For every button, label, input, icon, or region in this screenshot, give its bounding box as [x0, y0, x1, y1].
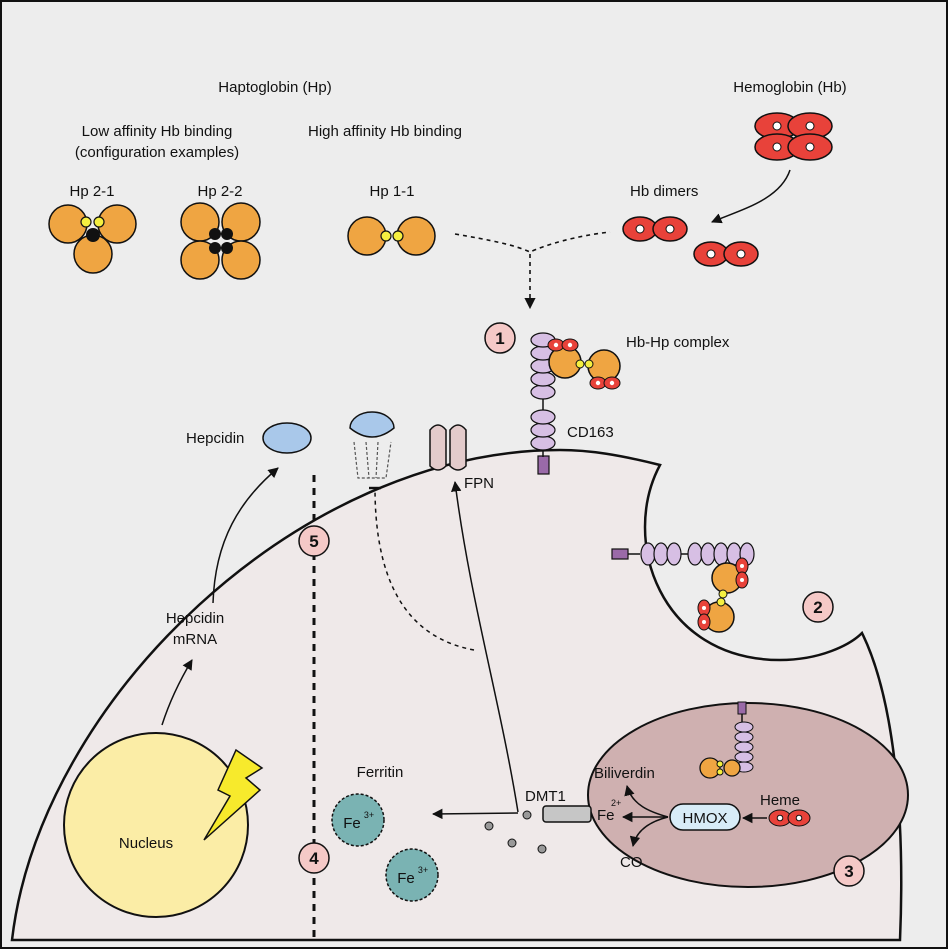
nucleus-label: Nucleus — [119, 835, 173, 852]
hmox-to-biliverdin-arrow — [624, 784, 669, 818]
cd163-label: CD163 — [567, 424, 614, 441]
ferritin-label: Ferritin — [357, 764, 404, 781]
heme-molecule — [768, 809, 811, 827]
binding-dotted-path — [454, 231, 611, 253]
svg-text:3: 3 — [844, 862, 853, 881]
co-label: CO — [620, 854, 643, 871]
hb-dimers-label: Hb dimers — [630, 183, 698, 200]
hp21-molecule — [48, 204, 137, 274]
iron-to-ferritin-arrow — [431, 808, 519, 820]
hmox-enzyme — [669, 803, 741, 831]
hb-dimer-2 — [693, 241, 759, 267]
hp21-label: Hp 2-1 — [69, 183, 114, 200]
hepcidin-mrna-label-line1: Hepcidin — [166, 610, 224, 627]
svg-text:3+: 3+ — [364, 810, 374, 820]
hemoglobin-tetramer — [754, 112, 833, 161]
ferritin-particle-2: Fe 3+ — [385, 848, 439, 902]
svg-text:Fe: Fe — [343, 815, 361, 832]
heme-label: Heme — [760, 792, 800, 809]
haptoglobin-title: Haptoglobin (Hp) — [218, 79, 331, 96]
hepcidin-molecule — [262, 422, 312, 454]
svg-text:1: 1 — [495, 329, 504, 348]
low-affinity-label-line2: (configuration examples) — [75, 144, 239, 161]
step-badge-3: 3 — [833, 855, 865, 887]
iron-dots — [484, 810, 547, 854]
iron-to-fpn-arrow — [450, 480, 519, 813]
hp11-molecule — [347, 216, 436, 256]
biliverdin-label: Biliverdin — [594, 765, 655, 782]
hepcidin-mrna-label-line2: mRNA — [173, 631, 217, 648]
svg-text:Fe: Fe — [397, 870, 415, 887]
hb-dimer-1 — [622, 216, 688, 242]
hp22-molecule — [180, 202, 261, 280]
svg-text:2: 2 — [813, 598, 822, 617]
hemoglobin-title: Hemoglobin (Hb) — [733, 79, 846, 96]
fe2-charge: 2+ — [611, 798, 621, 808]
step-badge-5: 5 — [298, 525, 330, 557]
cd163-receptor-endosome — [699, 701, 754, 779]
step-badge-2: 2 — [802, 591, 834, 623]
mrna-to-hepcidin-arrow — [212, 467, 279, 604]
fpn-label: FPN — [464, 475, 494, 492]
ferritin-particle-1: Fe 3+ — [331, 793, 385, 847]
hmox-label: HMOX — [683, 810, 728, 827]
dmt1-transporter — [542, 805, 592, 823]
dmt1-label: DMT1 — [525, 788, 566, 805]
hp11-label: Hp 1-1 — [369, 183, 414, 200]
hb-hp-complex-surface — [547, 338, 621, 390]
tetramer-to-dimer-arrow — [711, 169, 791, 224]
hb-hp-complex-pit — [697, 557, 749, 633]
hmox-to-co-arrow — [629, 816, 669, 848]
svg-text:4: 4 — [309, 849, 319, 868]
internalized-fpn-hepcidin — [349, 411, 395, 479]
fe2-label: Fe — [597, 807, 615, 824]
nucleus-to-mrna-arrow — [161, 659, 193, 726]
hp22-label: Hp 2-2 — [197, 183, 242, 200]
hepcidin-inhibition-dotted — [368, 486, 475, 651]
step-badge-4: 4 — [298, 842, 330, 874]
svg-text:3+: 3+ — [418, 865, 428, 875]
lightning-icon — [203, 748, 264, 841]
high-affinity-label: High affinity Hb binding — [308, 123, 462, 140]
svg-text:5: 5 — [309, 532, 318, 551]
hb-hp-complex-label: Hb-Hp complex — [626, 334, 730, 351]
nucleus — [63, 732, 249, 918]
low-affinity-label-line1: Low affinity Hb binding — [82, 123, 233, 140]
endosome — [587, 702, 909, 888]
fpn-channel — [429, 424, 467, 471]
step-badge-1: 1 — [484, 322, 516, 354]
hepcidin-label: Hepcidin — [186, 430, 244, 447]
